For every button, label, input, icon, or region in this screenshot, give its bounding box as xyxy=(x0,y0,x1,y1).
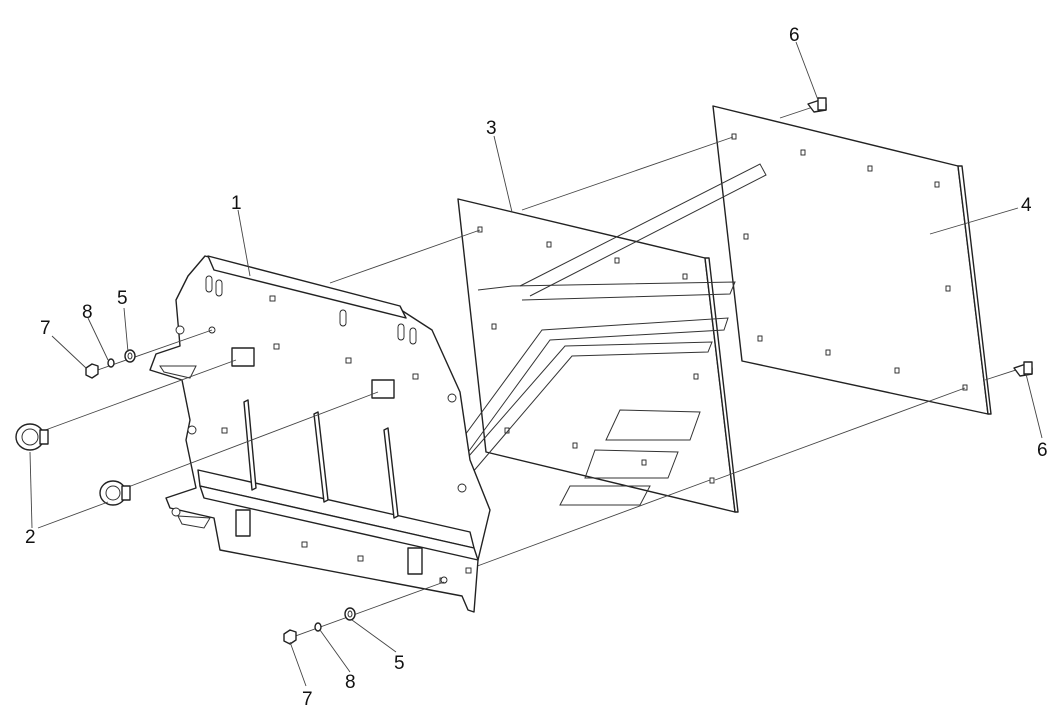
washer-bottom xyxy=(344,607,356,621)
callout-2: 2 xyxy=(25,527,36,548)
callout-6-top: 6 xyxy=(789,25,800,46)
lockwasher-top xyxy=(107,358,115,368)
callout-labels: 1 2 3 4 5 5 6 6 7 7 8 8 xyxy=(25,25,1048,710)
plug-upper xyxy=(15,423,49,451)
callout-7-bottom: 7 xyxy=(302,689,313,710)
callout-5-top: 5 xyxy=(117,288,128,309)
plug-lower xyxy=(99,480,131,506)
middle-panel xyxy=(431,163,767,513)
nut-top xyxy=(85,363,99,379)
middle-panel-cutouts xyxy=(431,163,767,506)
washer-top xyxy=(124,349,136,363)
mounting-plate xyxy=(149,255,491,613)
back-panel xyxy=(712,105,992,415)
callout-8-top: 8 xyxy=(82,302,93,323)
callout-1: 1 xyxy=(231,193,242,214)
bolt-right xyxy=(1013,361,1033,377)
callout-3: 3 xyxy=(486,118,497,139)
callout-5-bottom: 5 xyxy=(394,653,405,674)
nut-bottom xyxy=(283,629,297,645)
lockwasher-bottom xyxy=(314,622,322,632)
callout-8-bottom: 8 xyxy=(345,672,356,693)
callout-7-top: 7 xyxy=(40,318,51,339)
callout-4: 4 xyxy=(1021,195,1032,216)
bolt-top xyxy=(807,97,827,113)
plate-slots xyxy=(171,275,472,584)
middle-panel-holes xyxy=(477,226,715,484)
leader-lines xyxy=(29,41,1043,687)
back-panel-holes xyxy=(731,133,968,391)
callout-6-right: 6 xyxy=(1037,440,1048,461)
alignment-lines xyxy=(329,103,1023,569)
